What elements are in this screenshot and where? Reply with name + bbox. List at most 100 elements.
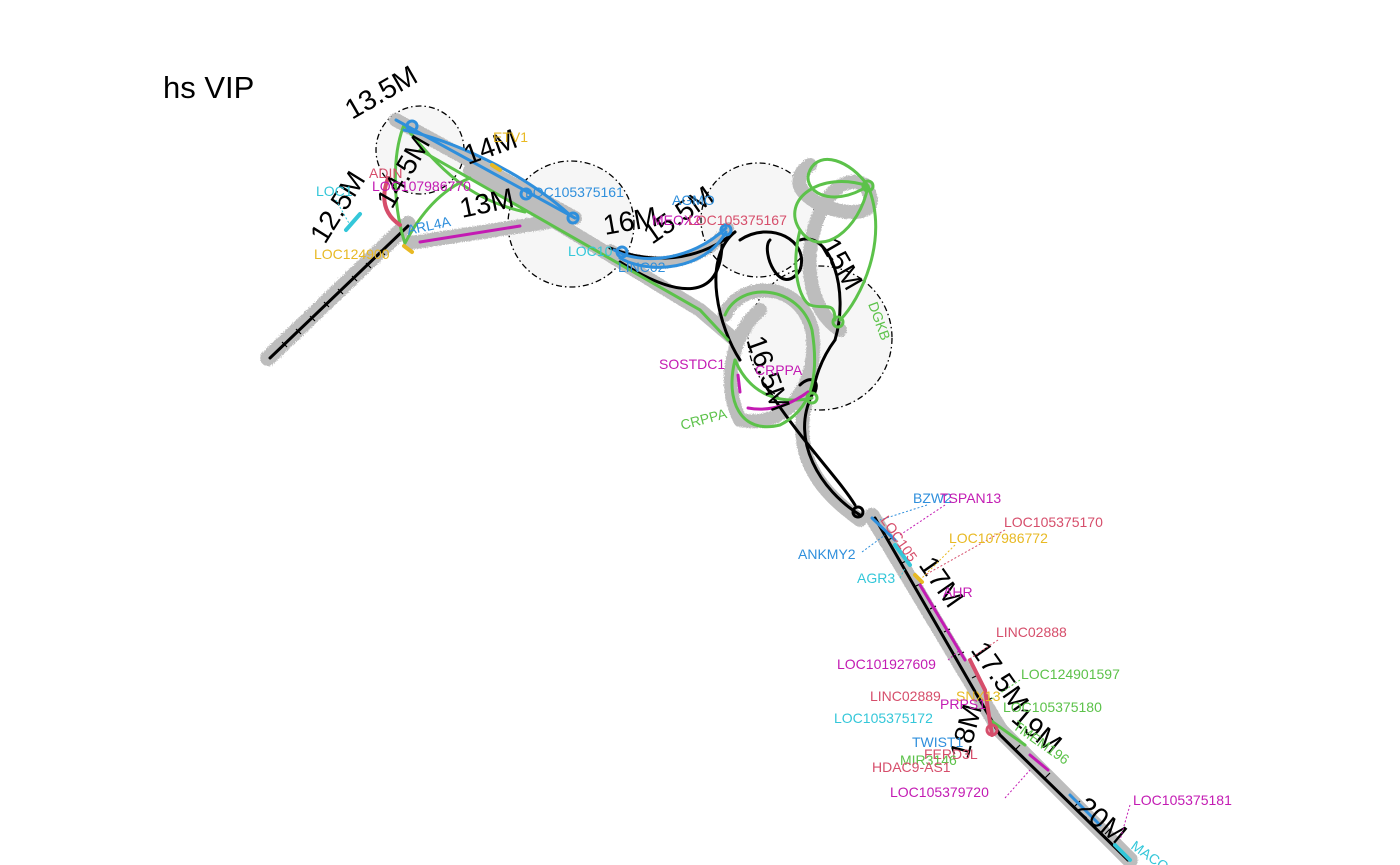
- leader-line: [924, 529, 1006, 576]
- graph-path: [714, 230, 742, 362]
- graph-path: [723, 290, 817, 429]
- graph-path: [733, 358, 814, 402]
- gene-label: CRPPA: [679, 405, 729, 433]
- scale-label: 12.5M: [304, 166, 372, 248]
- graph-path: [1028, 753, 1050, 772]
- gene-label: LOC105375180: [1003, 699, 1102, 715]
- gene-label: CRPPA: [755, 362, 803, 378]
- graph-path: [810, 338, 837, 397]
- gene-segment: [968, 658, 994, 737]
- graph-path: [402, 128, 572, 217]
- gene-label: MEOX2: [652, 212, 701, 228]
- gene-label: LINC02: [618, 259, 666, 275]
- gene-label: SOSTDC1: [659, 356, 725, 372]
- gene-label: HDAC9-AS1: [872, 759, 951, 775]
- gene-segment: [402, 244, 414, 254]
- plot-title: hs VIP: [163, 70, 254, 105]
- leader-line: [879, 504, 928, 521]
- node: [985, 723, 999, 737]
- graph-path: [803, 393, 862, 517]
- gene-label: ETV1: [493, 129, 528, 145]
- blue-paths: [394, 118, 1102, 827]
- node: [831, 315, 845, 329]
- gene-label: LINC02889: [870, 688, 941, 704]
- leader-line: [335, 199, 351, 226]
- leader-line: [919, 544, 956, 581]
- graph-path: [618, 230, 728, 269]
- graph-path: [393, 123, 407, 245]
- gene-label: TSPAN13: [940, 490, 1001, 506]
- gene-label: LOC105375161: [525, 184, 624, 200]
- gene-label: AGMO: [672, 192, 715, 208]
- gene-label: FERD3L: [924, 746, 978, 762]
- gene-label: TWIST1: [912, 734, 964, 750]
- backbone-segment: [268, 224, 410, 360]
- node: [519, 187, 533, 201]
- gene-label: ADIN: [369, 165, 402, 181]
- halo-segment: [795, 398, 867, 527]
- gene-segment: [382, 176, 402, 227]
- leader-line: [899, 504, 946, 536]
- node: [405, 119, 419, 133]
- graph-path: [838, 184, 878, 322]
- gene-label: LOC105375181: [1133, 792, 1232, 808]
- node: [805, 391, 819, 405]
- graph-path: [806, 158, 870, 199]
- reference-backbone: [268, 224, 1130, 862]
- gene-label: SNX13: [956, 688, 1001, 704]
- graph-path: [618, 243, 724, 291]
- green-paths: [393, 123, 1027, 747]
- node: [719, 223, 733, 237]
- gene-segment: [490, 163, 502, 172]
- leader-line: [899, 567, 906, 579]
- gene-label: PRPS1: [940, 696, 986, 712]
- graph-path: [612, 226, 728, 261]
- gene-segment: [1113, 843, 1132, 862]
- leader-line: [947, 649, 961, 661]
- graph-nodes: [405, 119, 999, 737]
- graph-path: [1068, 793, 1102, 827]
- gene-label: AHR: [943, 584, 973, 600]
- annotation-segments: [344, 163, 1132, 862]
- leader-line: [1004, 769, 1031, 799]
- gene-label: AGR3: [857, 570, 895, 586]
- leader-lines: [335, 199, 1131, 841]
- gene-segment: [344, 212, 362, 232]
- gene-label: LOC124901597: [1021, 666, 1120, 682]
- gene-label: LOC105375172: [834, 710, 933, 726]
- gene-segment: [913, 573, 924, 584]
- gene-label: LOC105379720: [890, 784, 989, 800]
- graph-path: [736, 373, 742, 394]
- graph-path: [738, 230, 804, 281]
- magenta-paths: [418, 224, 1050, 772]
- gene-label: LOC105375170: [1004, 514, 1103, 530]
- graph-path: [794, 228, 837, 322]
- node: [615, 245, 629, 259]
- gene-label: LOC107986772: [949, 530, 1048, 546]
- graph-path: [402, 123, 527, 214]
- gene-label: LINC02888: [996, 624, 1067, 640]
- gene-label: MIR3146: [900, 752, 957, 768]
- backbone-segment: [873, 516, 1130, 862]
- graph-path: [918, 583, 967, 662]
- gene-label: LOC1: [316, 183, 353, 199]
- halo-segment: [718, 283, 821, 429]
- gene-label: LOC124900: [314, 246, 390, 262]
- graph-path: [418, 148, 730, 342]
- gene-segment: [893, 543, 912, 567]
- gene-label: LOC107986770: [372, 178, 471, 194]
- gene-label: LOC105375167: [688, 212, 787, 228]
- node: [861, 179, 875, 193]
- gene-label: LOC10: [568, 243, 613, 259]
- gene-label: BZW2: [913, 490, 952, 506]
- node: [851, 505, 865, 519]
- leader-line: [861, 534, 886, 553]
- node: [566, 211, 580, 225]
- graph-path: [418, 224, 522, 244]
- graph-path: [746, 390, 810, 411]
- graph-path: [870, 516, 897, 542]
- gene-label: LOC101927609: [837, 656, 936, 672]
- graph-path: [403, 176, 472, 245]
- graph-path: [988, 718, 1027, 747]
